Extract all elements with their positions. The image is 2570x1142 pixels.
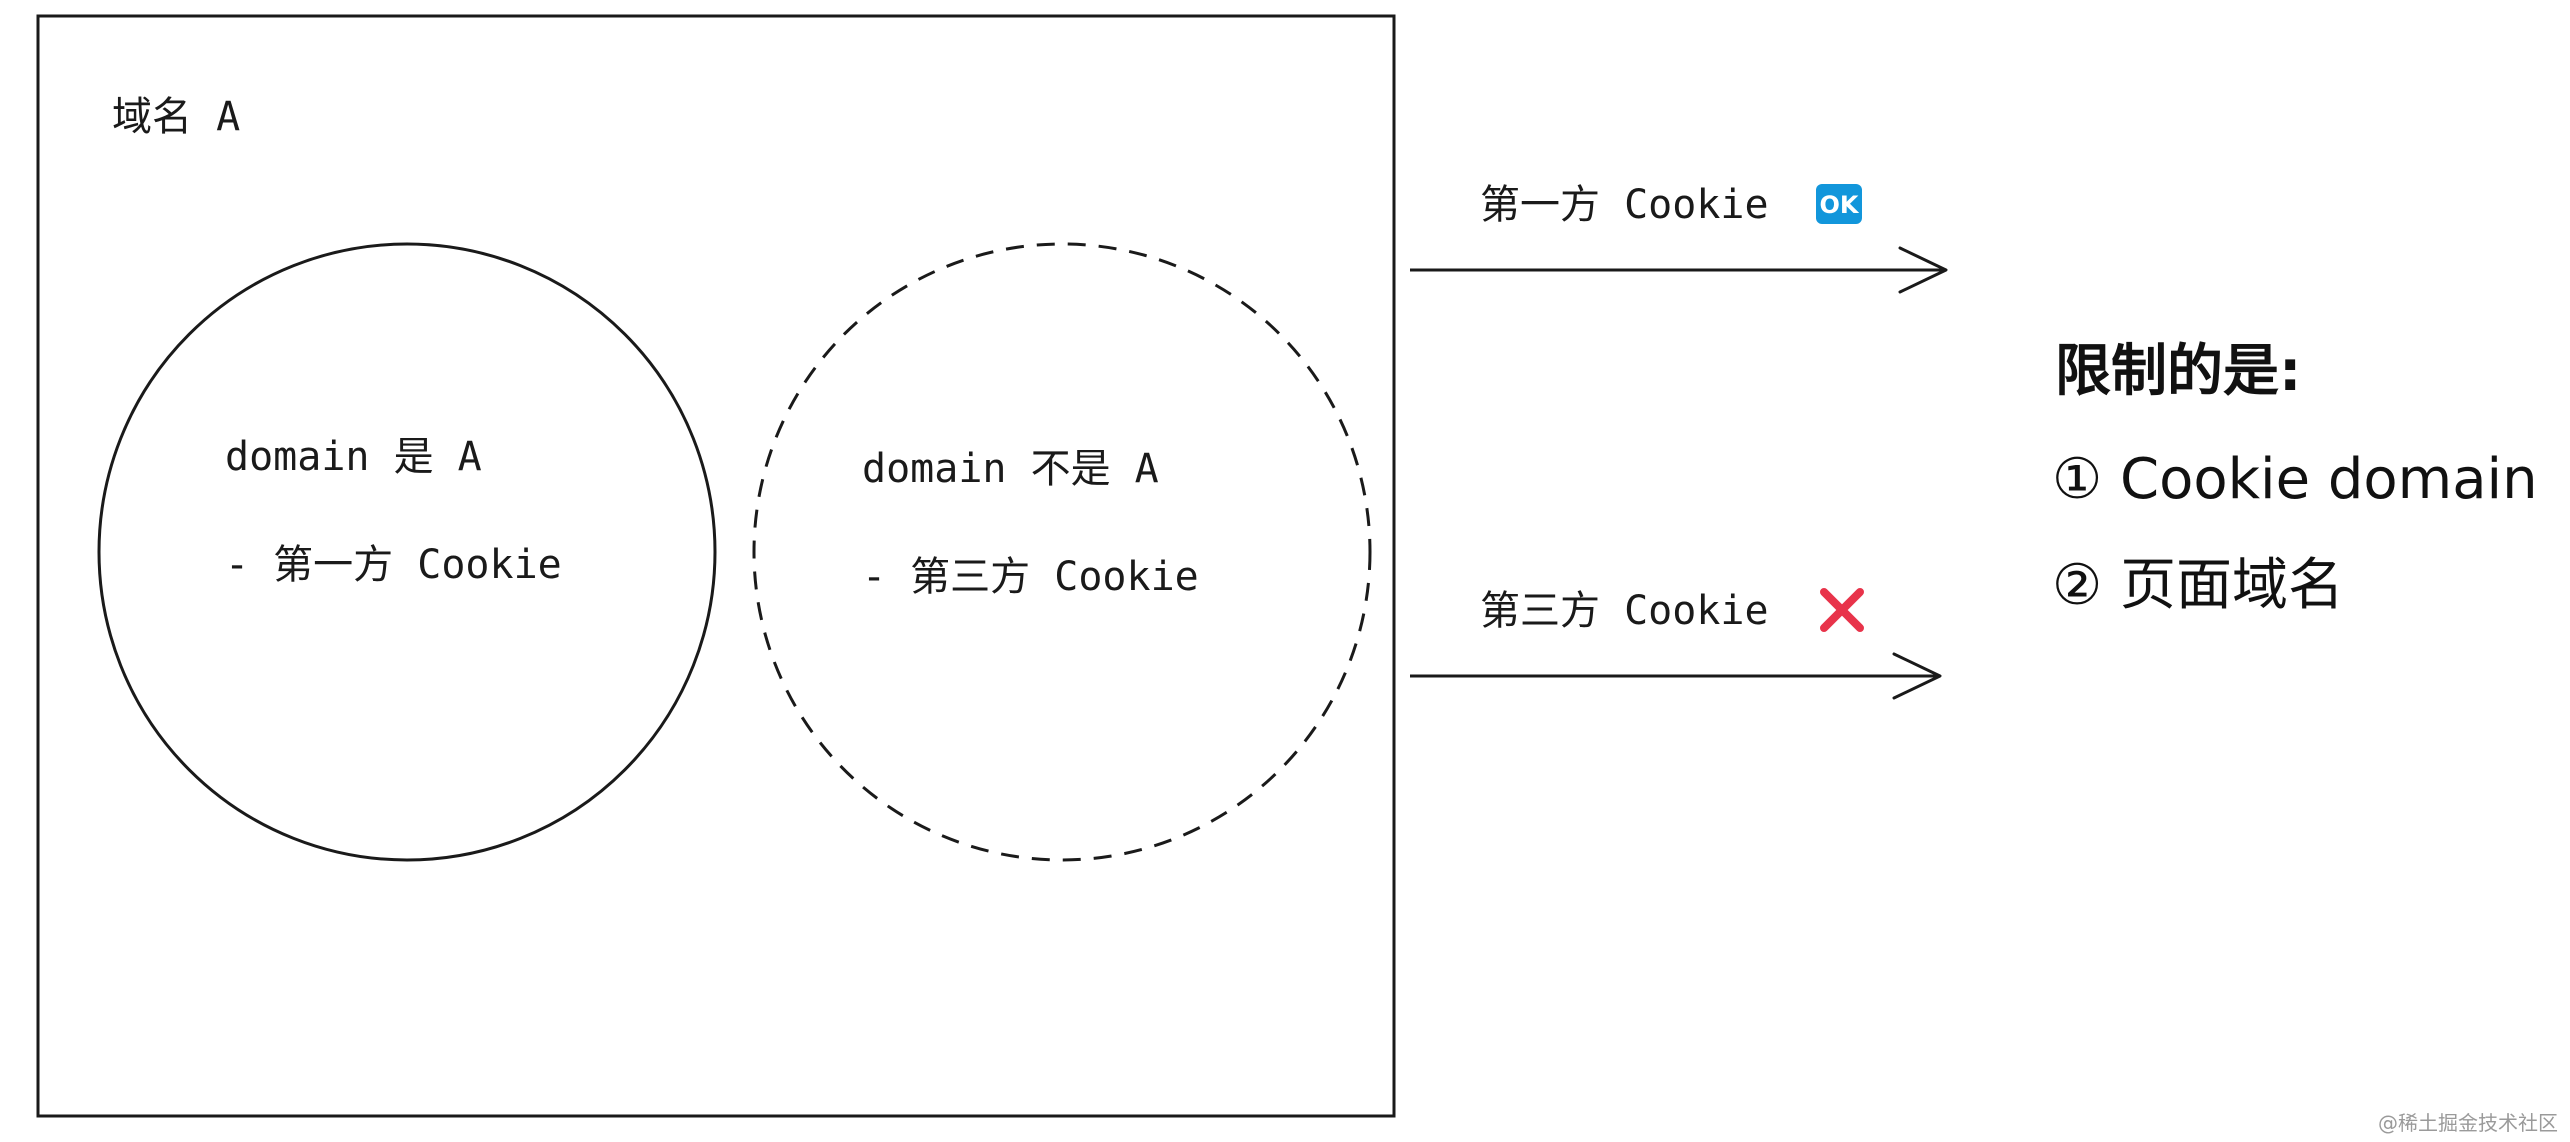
watermark: @稀土掘金技术社区 — [2378, 1111, 2558, 1135]
third-party-circle-line2: - 第三方 Cookie — [862, 554, 1199, 600]
third-party-circle — [752, 242, 1372, 862]
first-party-arrow — [1410, 246, 1948, 294]
third-party-circle-line1: domain 不是 A — [862, 446, 1159, 492]
ok-badge-icon: OK — [1816, 184, 1862, 224]
domain-a-label: 域名 A — [112, 94, 240, 140]
first-party-circle-line2: - 第一方 Cookie — [225, 542, 562, 588]
domain-a-box — [36, 14, 1396, 1118]
cross-mark-icon — [1820, 588, 1864, 632]
third-party-arrow — [1410, 652, 1942, 700]
notes-item-2: ② 页面域名 — [2052, 553, 2344, 618]
notes-item-1: ① Cookie domain — [2052, 447, 2538, 512]
first-party-arrow-label: 第一方 Cookie — [1480, 182, 1769, 228]
third-party-arrow-label: 第三方 Cookie — [1480, 588, 1769, 634]
ok-badge-text: OK — [1820, 191, 1860, 219]
first-party-circle-line1: domain 是 A — [225, 434, 482, 480]
notes-title: 限制的是: — [2055, 339, 2301, 404]
first-party-circle — [97, 242, 717, 862]
